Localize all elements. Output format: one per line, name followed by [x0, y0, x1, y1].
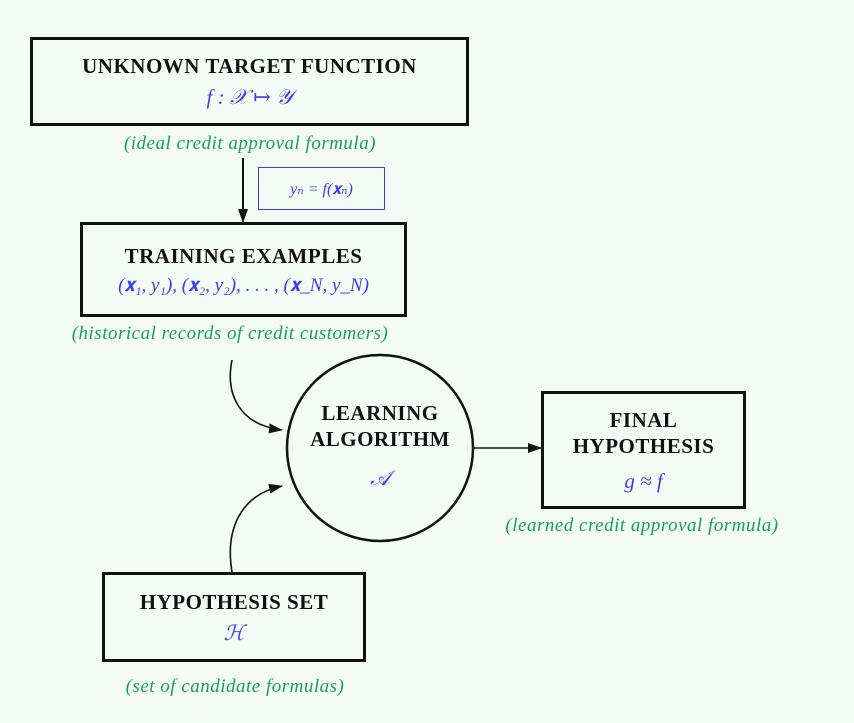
hypothesis-set-box: HYPOTHESIS SET ℋ	[102, 572, 366, 662]
arrow-training-to-algorithm	[229, 359, 283, 434]
training-examples-math: (𝐱₁, y₁), (𝐱₂, y₂), . . . , (𝐱_N, y_N)	[118, 274, 369, 296]
training-examples-box: TRAINING EXAMPLES (𝐱₁, y₁), (𝐱₂, y₂), . …	[80, 222, 407, 317]
final-hypothesis-caption: (learned credit approval formula)	[505, 515, 779, 536]
target-function-title: UNKNOWN TARGET FUNCTION	[82, 54, 417, 78]
hypothesis-set-math: ℋ	[223, 620, 245, 645]
learning-algorithm-title-2: ALGORITHM	[310, 426, 450, 451]
learning-algorithm-title-1: LEARNING	[321, 400, 439, 425]
final-hypothesis-box: FINAL HYPOTHESIS g ≈ f	[541, 391, 746, 509]
target-function-math: f : 𝒳 ↦ 𝒴	[206, 85, 293, 109]
final-hypothesis-math: g ≈ f	[624, 468, 663, 493]
learning-algorithm-node: LEARNING ALGORITHM 𝒜	[290, 370, 470, 520]
target-function-caption: (ideal credit approval formula)	[123, 133, 377, 154]
training-examples-title: TRAINING EXAMPLES	[124, 243, 363, 268]
learning-algorithm-circle	[285, 353, 475, 543]
final-hypothesis-title-1: FINAL	[609, 407, 678, 432]
hypothesis-set-title: HYPOTHESIS SET	[139, 589, 329, 614]
arrow-hypothesis-set-to-algorithm	[229, 483, 283, 573]
training-examples-caption: (historical records of credit customers)	[71, 323, 389, 344]
edge-label-box: yₙ = f(𝐱ₙ)	[258, 167, 385, 210]
final-hypothesis-title-2: HYPOTHESIS	[572, 433, 715, 458]
target-function-box: UNKNOWN TARGET FUNCTION f : 𝒳 ↦ 𝒴	[30, 37, 469, 126]
learning-algorithm-math: 𝒜	[370, 465, 390, 490]
hypothesis-set-caption: (set of candidate formulas)	[125, 676, 345, 697]
